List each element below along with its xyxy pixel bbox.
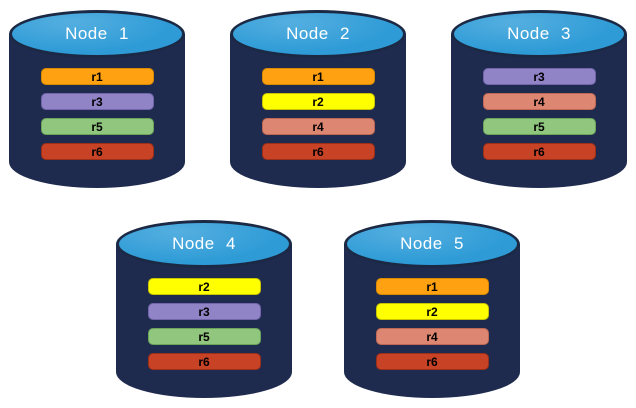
replica-label: r4	[312, 119, 324, 134]
node-cylinder-1: Node 1 r1 r3 r5 r6	[9, 10, 185, 188]
replica-label: r4	[426, 329, 438, 344]
replica-label: r6	[91, 144, 103, 159]
node-title: Node 3	[507, 23, 571, 43]
replica-bar-r2: r2	[375, 303, 489, 320]
replica-list: r2 r3 r5 r6	[116, 278, 292, 370]
node-cylinder-2: Node 2 r1 r2 r4 r6	[230, 10, 406, 188]
node-cylinder-3: Node 3 r3 r4 r5 r6	[451, 10, 627, 188]
replica-list: r1 r3 r5 r6	[9, 68, 185, 160]
replica-bar-r6: r6	[482, 143, 596, 160]
replica-bar-r4: r4	[261, 118, 375, 135]
node-title: Node 5	[400, 233, 464, 253]
replica-label: r5	[198, 329, 210, 344]
replica-label: r6	[312, 144, 324, 159]
replica-label: r6	[533, 144, 545, 159]
replica-bar-r4: r4	[482, 93, 596, 110]
replica-bar-r6: r6	[375, 353, 489, 370]
replica-label: r3	[198, 304, 210, 319]
replica-label: r6	[198, 354, 210, 369]
replica-label: r2	[198, 279, 210, 294]
node-row-top: Node 1 r1 r3 r5 r6 Node 2 r1 r2 r4 r6 Node 3 r3 r4 r5…	[0, 0, 636, 188]
node-cylinder-body	[451, 34, 627, 188]
replica-label: r3	[91, 94, 103, 109]
replica-bar-r6: r6	[261, 143, 375, 160]
node-row-bottom: Node 4 r2 r3 r5 r6 Node 5 r1 r2 r4 r6	[0, 188, 636, 398]
node-title: Node 1	[65, 23, 129, 43]
replica-bar-r2: r2	[261, 93, 375, 110]
node-cylinder-body	[9, 34, 185, 188]
replica-bar-r6: r6	[147, 353, 261, 370]
replica-label: r4	[533, 94, 545, 109]
node-title: Node 2	[286, 23, 350, 43]
node-top-ellipse: Node 4	[116, 220, 292, 268]
replica-list: r1 r2 r4 r6	[230, 68, 406, 160]
replica-bar-r3: r3	[40, 93, 154, 110]
replica-label: r2	[426, 304, 438, 319]
replica-bar-r2: r2	[147, 278, 261, 295]
replica-label: r6	[426, 354, 438, 369]
replica-label: r3	[533, 69, 545, 84]
replica-bar-r5: r5	[147, 328, 261, 345]
node-cylinder-body	[116, 244, 292, 398]
replica-bar-r5: r5	[482, 118, 596, 135]
replica-bar-r3: r3	[147, 303, 261, 320]
node-title: Node 4	[172, 233, 236, 253]
node-top-ellipse: Node 2	[230, 10, 406, 58]
node-top-ellipse: Node 1	[9, 10, 185, 58]
replica-label: r5	[533, 119, 545, 134]
node-top-ellipse: Node 5	[344, 220, 520, 268]
node-cylinder-body	[344, 244, 520, 398]
replica-bar-r5: r5	[40, 118, 154, 135]
node-cylinder-4: Node 4 r2 r3 r5 r6	[116, 220, 292, 398]
replica-label: r1	[312, 69, 324, 84]
replica-bar-r1: r1	[40, 68, 154, 85]
replica-label: r1	[91, 69, 103, 84]
node-top-ellipse: Node 3	[451, 10, 627, 58]
replica-label: r2	[312, 94, 324, 109]
replica-bar-r1: r1	[375, 278, 489, 295]
node-cylinder-body	[230, 34, 406, 188]
replica-bar-r1: r1	[261, 68, 375, 85]
replica-label: r5	[91, 119, 103, 134]
node-cylinder-5: Node 5 r1 r2 r4 r6	[344, 220, 520, 398]
replica-list: r3 r4 r5 r6	[451, 68, 627, 160]
replica-list: r1 r2 r4 r6	[344, 278, 520, 370]
replica-bar-r6: r6	[40, 143, 154, 160]
replica-bar-r3: r3	[482, 68, 596, 85]
replica-label: r1	[426, 279, 438, 294]
replica-bar-r4: r4	[375, 328, 489, 345]
